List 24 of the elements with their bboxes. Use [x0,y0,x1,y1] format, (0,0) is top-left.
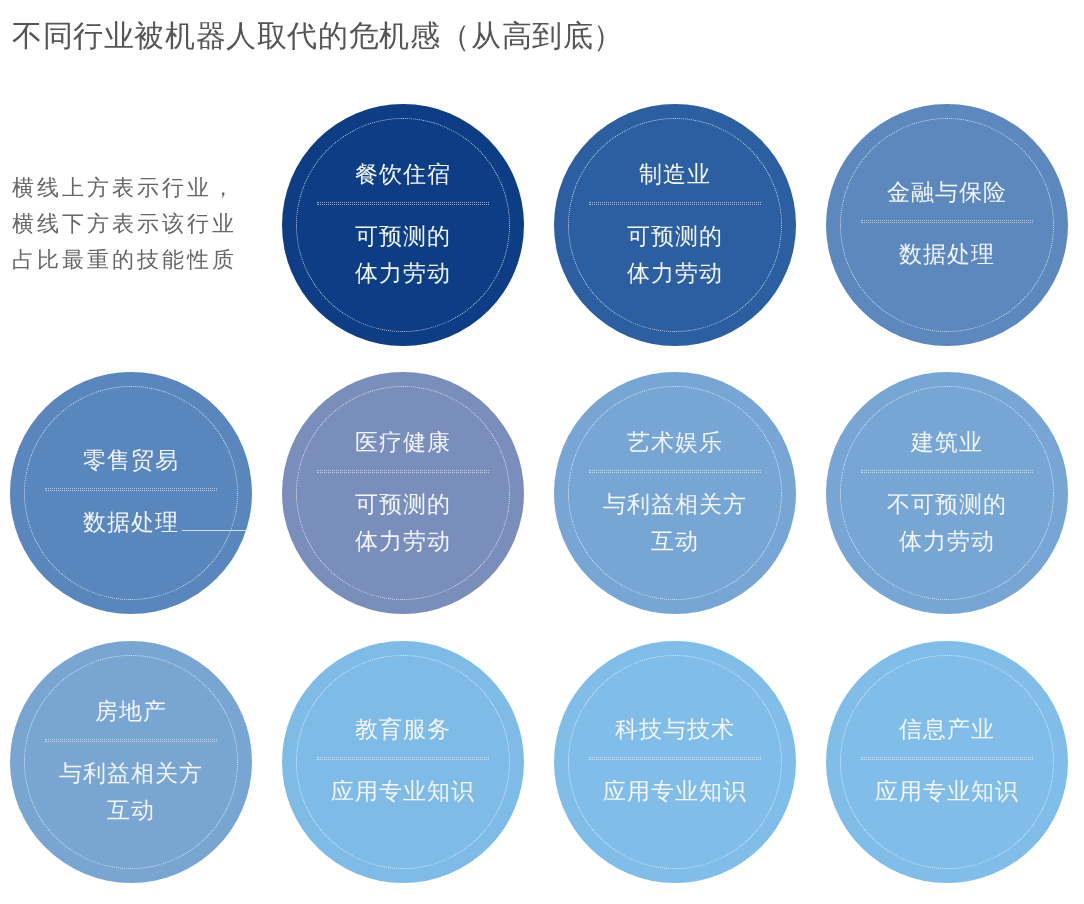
industry-name: 医疗健康 [355,427,451,457]
industry-name: 建筑业 [911,427,983,457]
skill-type: 与利益相关方互动 [602,489,748,556]
industry-name: 科技与技术 [615,715,735,744]
skill-type: 可预测的体力劳动 [354,221,452,288]
industry-name: 餐饮住宿 [355,159,451,189]
industry-name: 房地产 [95,696,167,726]
industry-name: 零售贸易 [83,446,179,475]
chart-title: 不同行业被机器人取代的危机感（从高到底） [12,17,624,55]
industry-name: 艺术娱乐 [627,427,723,457]
skill-type: 可预测的体力劳动 [626,221,724,288]
industry-name: 制造业 [639,159,711,189]
industry-name: 信息产业 [899,715,995,744]
explanatory-note: 横线上方表示行业，横线下方表示该行业占比最重的技能性质 [12,174,238,274]
skill-type: 可预测的体力劳动 [354,489,452,556]
industry-name: 教育服务 [355,715,451,744]
skill-type: 数据处理 [82,508,180,537]
skill-type: 应用专业知识 [602,777,748,806]
skill-type: 不可预测的体力劳动 [886,489,1008,556]
skill-type: 应用专业知识 [874,777,1020,806]
skill-type: 与利益相关方互动 [58,758,204,825]
industry-name: 金融与保险 [887,178,1007,207]
skill-type: 数据处理 [898,240,996,269]
skill-type: 应用专业知识 [330,777,476,806]
